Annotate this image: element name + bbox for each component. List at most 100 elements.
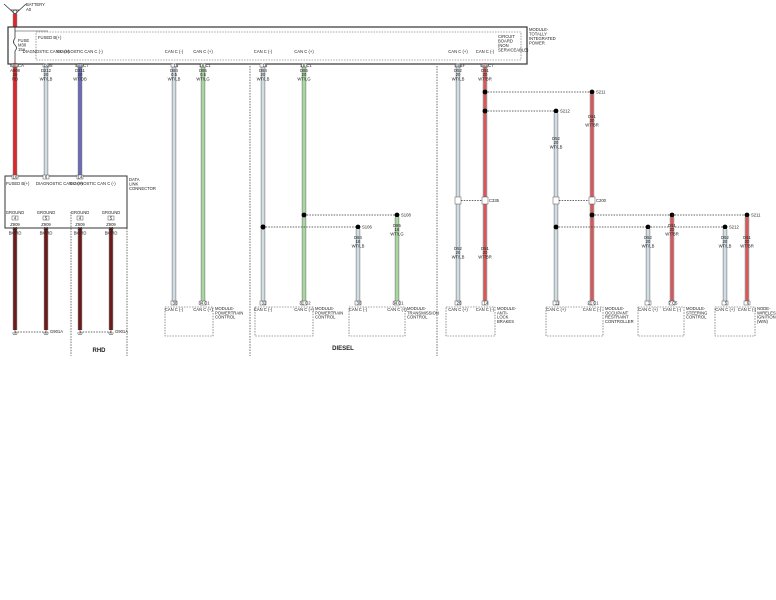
- dlc-pin-number: 6: [45, 175, 48, 180]
- module-name: LOCK: [497, 315, 509, 320]
- wire-circuit-label: A908: [10, 68, 20, 73]
- wire-color-label: WT/LG: [297, 76, 310, 81]
- module-name: POWERTRAIN: [215, 310, 243, 315]
- connector-pin: [42, 63, 50, 68]
- wire-label: D51: [588, 114, 596, 119]
- connector-pin: [481, 63, 489, 68]
- wire-circuit-label: D84: [259, 68, 267, 73]
- wire-color-label: WT/LG: [196, 76, 209, 81]
- module-name: NODE-: [757, 306, 771, 311]
- ground-wire-label: BK/RD: [9, 230, 22, 235]
- wire-label: WT/LB: [452, 254, 465, 259]
- tipm-title: MODULE-: [529, 27, 549, 32]
- wire-connector-label: 16 C1: [199, 63, 211, 68]
- tipm-title: POWER: [529, 41, 545, 46]
- module-name: CONTROL: [215, 315, 236, 320]
- wire-color-label: WT/DB: [73, 76, 87, 81]
- circuit-board-label: (NON: [498, 43, 509, 48]
- wire-color-label: WT/BR: [478, 76, 492, 81]
- splice-label: S212: [560, 109, 570, 114]
- module-pin-number: 32: [262, 301, 267, 306]
- dlc-ground-pin: [76, 215, 84, 221]
- branch-wire-label: D85: [393, 223, 401, 228]
- module-pin-label: CAN C (-): [583, 307, 602, 312]
- wire-circuit-label: D52: [454, 68, 462, 73]
- module-box: [637, 306, 685, 337]
- module-pin-number: 21 C1: [587, 301, 599, 306]
- branch-wire-label: WT/LB: [352, 243, 365, 248]
- module-pin-number: 11: [555, 301, 560, 306]
- fused-b-label: FUSED B(+): [38, 35, 62, 40]
- module-pin: [588, 300, 596, 306]
- ground-label-g901a: G901A: [115, 329, 128, 334]
- dlc-ground-pin: [11, 215, 19, 221]
- wire-gauge-label: 20: [483, 72, 488, 77]
- module-box: [254, 306, 314, 337]
- connector-pin: [170, 63, 178, 68]
- wire-label: 20: [590, 118, 595, 123]
- module-pin: [668, 300, 676, 306]
- splice-dot: [394, 212, 400, 218]
- module-pin: [743, 300, 751, 306]
- circuit-board-box: [35, 31, 522, 61]
- tipm-title: TOTALLY: [529, 32, 547, 37]
- wire-connector-label: E8EC7: [480, 63, 494, 68]
- module-name: CONTROLLER: [605, 319, 634, 324]
- dlc-ground-label: GROUND: [102, 210, 121, 215]
- circuit-board-label: CIRCUIT: [498, 34, 515, 39]
- inline-connector-pin: [552, 196, 560, 205]
- ground-wire-label: Z909: [106, 222, 116, 227]
- wire-label: 20: [554, 140, 559, 145]
- module-pin-label: CAN C (-): [165, 307, 184, 312]
- module-name: STEERING: [686, 310, 707, 315]
- module-pin-label: CAN C (-): [349, 307, 368, 312]
- wire-connector-label: E8EF: [455, 63, 466, 68]
- battery-icon: [3, 3, 27, 15]
- branch-wire-label: WT/LB: [719, 243, 732, 248]
- dlc-ground-pin-number: 4: [79, 216, 82, 221]
- battery-label: BATTERY: [26, 2, 45, 7]
- inline-connector-pin: [454, 196, 462, 205]
- wire-gauge-label: 20: [302, 72, 307, 77]
- module-name: OCCUPANT: [605, 310, 629, 315]
- module-name: MODULE-: [215, 306, 235, 311]
- module-pin: [259, 300, 267, 306]
- module-pin-label: CAN C (+): [193, 307, 213, 312]
- wire-label: D52: [552, 136, 560, 141]
- module-pin-number: 31 C2: [299, 301, 311, 306]
- module-name: MODULE-: [605, 306, 625, 311]
- connector-pin: [11, 63, 19, 68]
- wire-circuit-label: D212: [41, 68, 52, 73]
- splice-dot: [301, 212, 307, 218]
- wire-gauge-label: 20: [44, 72, 49, 77]
- splice-dot: [589, 89, 595, 95]
- branch-wire-label: 20: [723, 239, 728, 244]
- module-name: CONTROL: [407, 315, 428, 320]
- module-pin: [644, 300, 652, 306]
- module-pin: [354, 300, 362, 306]
- wire-connector-label: E8EC7: [75, 63, 89, 68]
- connector-pin: [259, 63, 267, 68]
- branch-wire-label: D52: [721, 235, 729, 240]
- module-pin: [721, 300, 729, 306]
- wire-label: D52: [454, 246, 462, 251]
- module-name: (WIN): [757, 319, 769, 324]
- wire-connector-label: D2/8: [44, 63, 54, 68]
- module-pin-label: CAN C (+): [448, 307, 468, 312]
- module-box: [348, 306, 406, 337]
- wire-circuit-label: D84: [170, 68, 178, 73]
- wire-color-label: WT/LB: [452, 76, 465, 81]
- ground-icon: [108, 330, 114, 335]
- inline-connector-pin: [588, 196, 596, 205]
- splice-label: S108: [401, 213, 411, 218]
- module-pin-label: CAN C (+): [546, 307, 566, 312]
- tipm-title: INTEGRATED: [529, 36, 556, 41]
- ground-wire-label: Z909: [41, 222, 51, 227]
- battery-sub-label: A0: [26, 7, 32, 12]
- fuse-label: M30: [18, 43, 27, 48]
- wire-gauge-label: 0.5: [171, 72, 177, 77]
- module-name: MODULE-: [686, 306, 706, 311]
- ground-wire-label: BK/RD: [105, 230, 118, 235]
- module-pin-number: 30: [173, 301, 178, 306]
